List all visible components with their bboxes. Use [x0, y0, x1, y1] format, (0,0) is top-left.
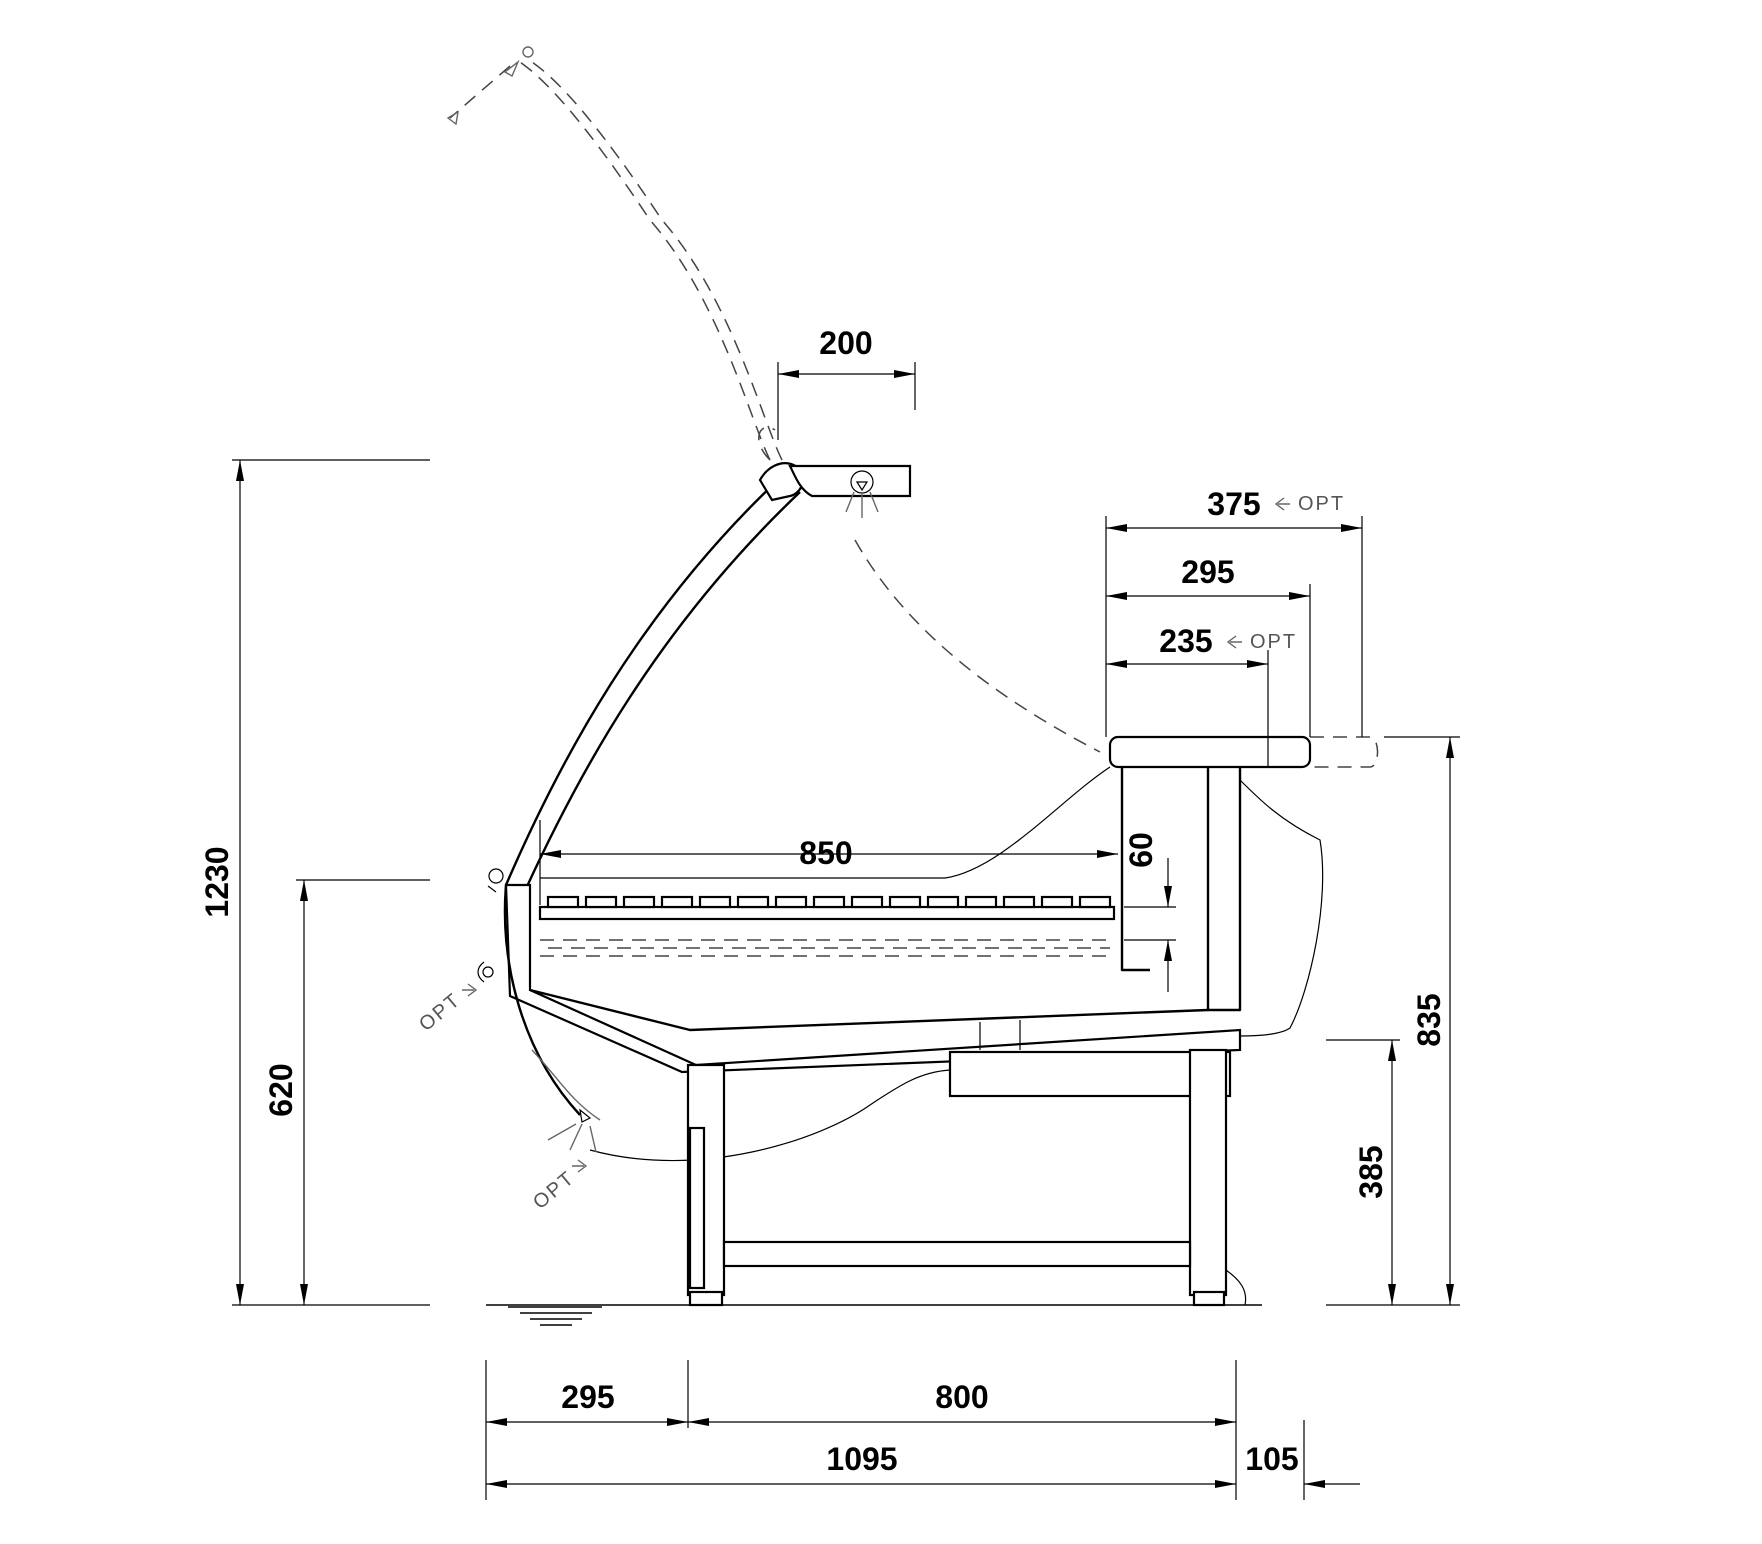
glass-open-inner-dashed: [531, 61, 783, 461]
rear-column: [1206, 767, 1242, 1012]
glass-open-knuckle-dashed: [758, 426, 776, 461]
front-lower-curve: [503, 884, 581, 1116]
glass-open-handle-dashed: [449, 65, 511, 119]
light-fixture-icon: [850, 470, 874, 494]
front-grille-line: [531, 1049, 601, 1121]
rear-leg: [1188, 1048, 1228, 1297]
dim-label-375: 375: [1207, 486, 1260, 522]
shelf-trays: [546, 895, 1112, 909]
front-knob-line: [487, 885, 497, 893]
opt-note-375: OPT: [1298, 493, 1345, 515]
display-shelf: [538, 905, 1116, 921]
light-fixture-lamp: [855, 481, 869, 492]
glass-open-pivot-icon: [522, 46, 534, 58]
cabinet-outline: [446, 46, 1379, 1326]
tank-bottom: [529, 988, 1209, 1032]
rear-foot-curve: [1225, 1269, 1247, 1306]
opt-note-front: OPT: [415, 989, 465, 1036]
shelf-lower-position-dashed: [540, 939, 1114, 957]
front-knob-icon: [488, 868, 504, 884]
front-foot: [688, 1290, 724, 1307]
base-crossbar: [722, 1240, 1192, 1268]
back-wall-contour: [540, 766, 1111, 879]
opt-arrow-icon-2: [1226, 635, 1242, 649]
dim-label-800: 800: [935, 1379, 988, 1415]
front-opt-knob-icon: [482, 966, 494, 978]
dim-label-385: 385: [1353, 1145, 1389, 1198]
dim-label-200: 200: [819, 325, 872, 361]
dim-label-620: 620: [263, 1063, 299, 1116]
opt-arrow-icon-4: [572, 1159, 588, 1173]
dim-label-1095: 1095: [826, 1441, 897, 1477]
front-leg-inner: [688, 1126, 706, 1290]
opt-arrow-icon-3: [462, 983, 478, 997]
front-body-panel: [504, 883, 1242, 1074]
dimension-lines: [232, 362, 1460, 1500]
dim-label-1230: 1230: [199, 846, 235, 917]
worktop-optional-extension-dashed: [1310, 736, 1379, 768]
air-curtain-dashed: [854, 539, 1101, 753]
open-direction-arrow-icon-2: [446, 110, 459, 126]
front-glass-outer: [504, 477, 781, 886]
dim-label-295-bottom: 295: [561, 1379, 614, 1415]
compressor-box: [948, 1050, 1232, 1098]
glass-open-outer-dashed: [519, 61, 771, 461]
dim-label-105: 105: [1245, 1441, 1298, 1477]
rear-foot: [1192, 1290, 1226, 1307]
open-direction-arrow-icon: [503, 59, 520, 77]
rear-inner-wall: [1120, 767, 1150, 972]
dim-label-295-top: 295: [1181, 554, 1234, 590]
rear-curve-outline: [1239, 779, 1324, 1037]
front-opt-bracket-icon: [477, 961, 485, 983]
top-header-profile: [788, 464, 912, 498]
dim-label-60: 60: [1123, 832, 1159, 868]
rear-worktop: [1108, 735, 1312, 769]
dim-label-235: 235: [1159, 623, 1212, 659]
lower-lamp-icon: [579, 1108, 592, 1123]
dim-label-835: 835: [1411, 993, 1447, 1046]
opt-arrow-icon: [1274, 497, 1290, 511]
opt-note-lower: OPT: [529, 1167, 579, 1214]
opt-note-235: OPT: [1250, 631, 1297, 653]
drain-pipe: [979, 1020, 1021, 1050]
lower-contour: [589, 1069, 951, 1162]
front-glass-inner: [522, 491, 801, 894]
ground-symbol: [508, 1306, 602, 1326]
dim-label-850: 850: [799, 835, 852, 871]
